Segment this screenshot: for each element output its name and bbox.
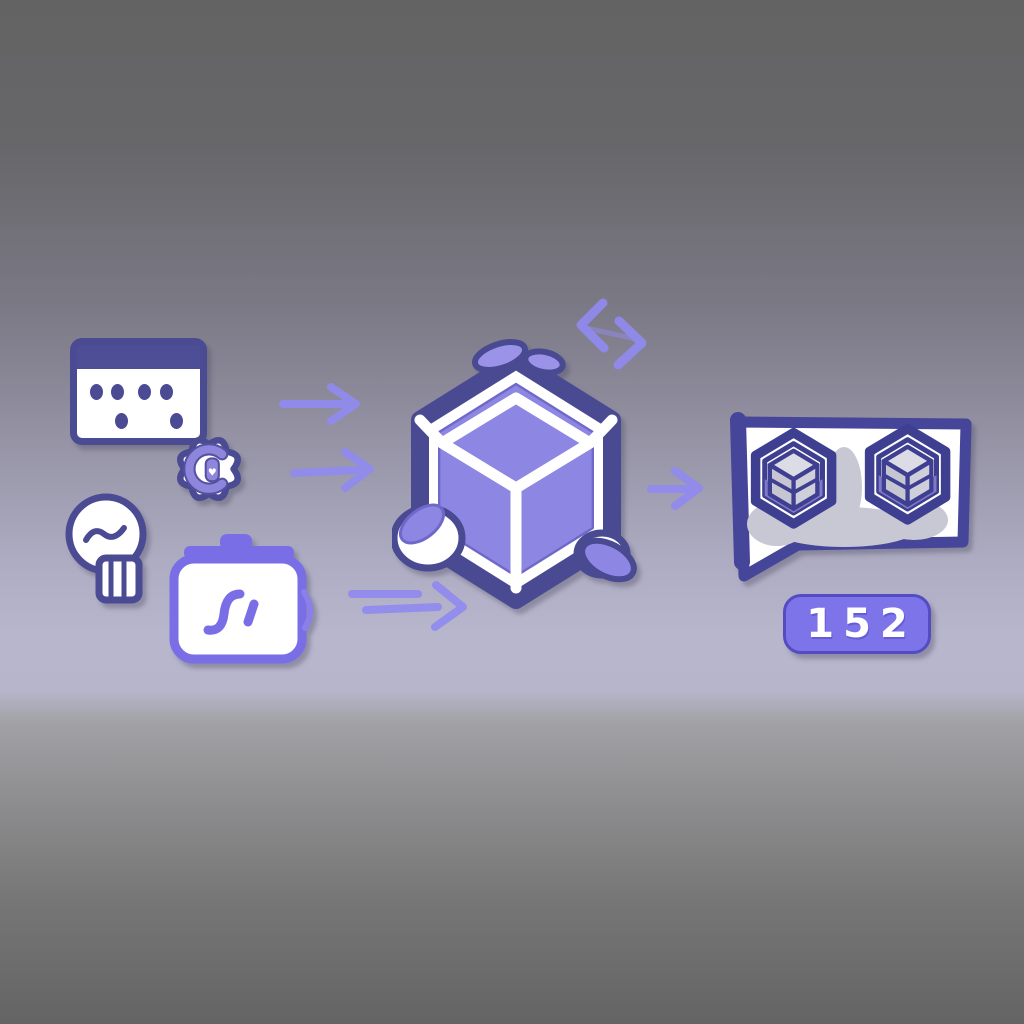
chat-panel-left-bar <box>730 412 750 570</box>
sync-arrows-icon <box>576 298 647 370</box>
cube-left-paw <box>392 503 466 572</box>
pot-body <box>169 554 307 664</box>
window-dot <box>160 384 173 400</box>
ribbon-icon <box>471 339 566 376</box>
cube-item-icon <box>864 423 951 525</box>
flow-arrow-middle <box>290 448 374 492</box>
window-dot <box>170 413 183 429</box>
window-dot <box>111 384 124 400</box>
window-titlebar <box>77 345 200 369</box>
count-badge-value: 152 <box>806 601 917 647</box>
window-dot <box>138 384 151 400</box>
chat-panel <box>730 412 972 582</box>
flow-arrow-top <box>279 383 360 425</box>
cube-item-icon <box>750 427 837 529</box>
count-badge: 152 <box>783 594 931 654</box>
heart-icon: ♥ <box>208 468 217 479</box>
flow-arrow-bottom <box>348 581 467 631</box>
cube-edges <box>414 392 618 594</box>
pot-icon <box>169 534 314 664</box>
lightbulb-icon <box>65 493 147 604</box>
flow-arrow-output <box>647 467 703 510</box>
package-cube-icon <box>392 339 637 609</box>
bulb-base <box>95 554 143 604</box>
window-dot <box>115 413 128 429</box>
cube-right-paw <box>573 529 637 583</box>
gear-c-emblem <box>185 445 227 493</box>
app-window-icon <box>70 338 207 445</box>
gear-icon: ♥ <box>177 437 241 501</box>
window-dot <box>90 384 103 400</box>
pot-handle <box>301 589 314 631</box>
bulb-filament <box>83 525 127 543</box>
pot-squiggle <box>203 589 245 635</box>
